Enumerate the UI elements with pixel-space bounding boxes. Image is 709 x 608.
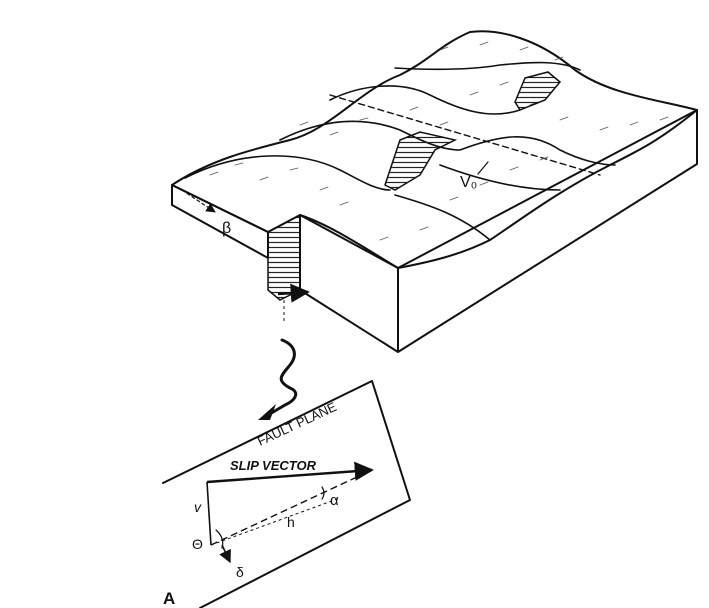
horizontal-label: h	[287, 514, 295, 530]
dip-angle-label: β	[222, 220, 231, 237]
block-front-face	[300, 215, 398, 352]
dip-direction-arrow	[222, 545, 230, 562]
theta-label: Θ	[192, 536, 203, 552]
block-left-face	[172, 185, 268, 258]
reference-dashed-line	[330, 95, 600, 175]
vertical-component	[207, 482, 211, 545]
dip-indicator	[182, 190, 215, 212]
vertical-label: v	[194, 499, 202, 515]
lightning-bolt-arrow-icon	[258, 340, 296, 420]
offset-label: V₀	[460, 174, 477, 191]
slip-vector-label: SLIP VECTOR	[230, 458, 317, 473]
ridge-line	[395, 63, 580, 70]
alpha-label: α	[330, 492, 339, 509]
strike-line	[211, 498, 340, 545]
fault-scarp	[515, 72, 560, 110]
fault-scarp	[385, 132, 455, 190]
terrain-block: β V₀	[172, 31, 697, 352]
delta-label: δ	[236, 564, 244, 580]
fault-plane-title: FAULT PLANE	[255, 399, 339, 449]
offset-marker	[478, 162, 488, 174]
valley-line	[395, 195, 490, 240]
fault-plane-border	[163, 381, 410, 608]
horizontal-component	[211, 470, 372, 545]
fault-plane-inset: FAULT PLANE SLIP VECTOR v h α Θ δ	[163, 381, 410, 608]
fault-scarp	[268, 215, 300, 300]
panel-label: A	[163, 589, 175, 608]
valley-line	[440, 165, 560, 190]
